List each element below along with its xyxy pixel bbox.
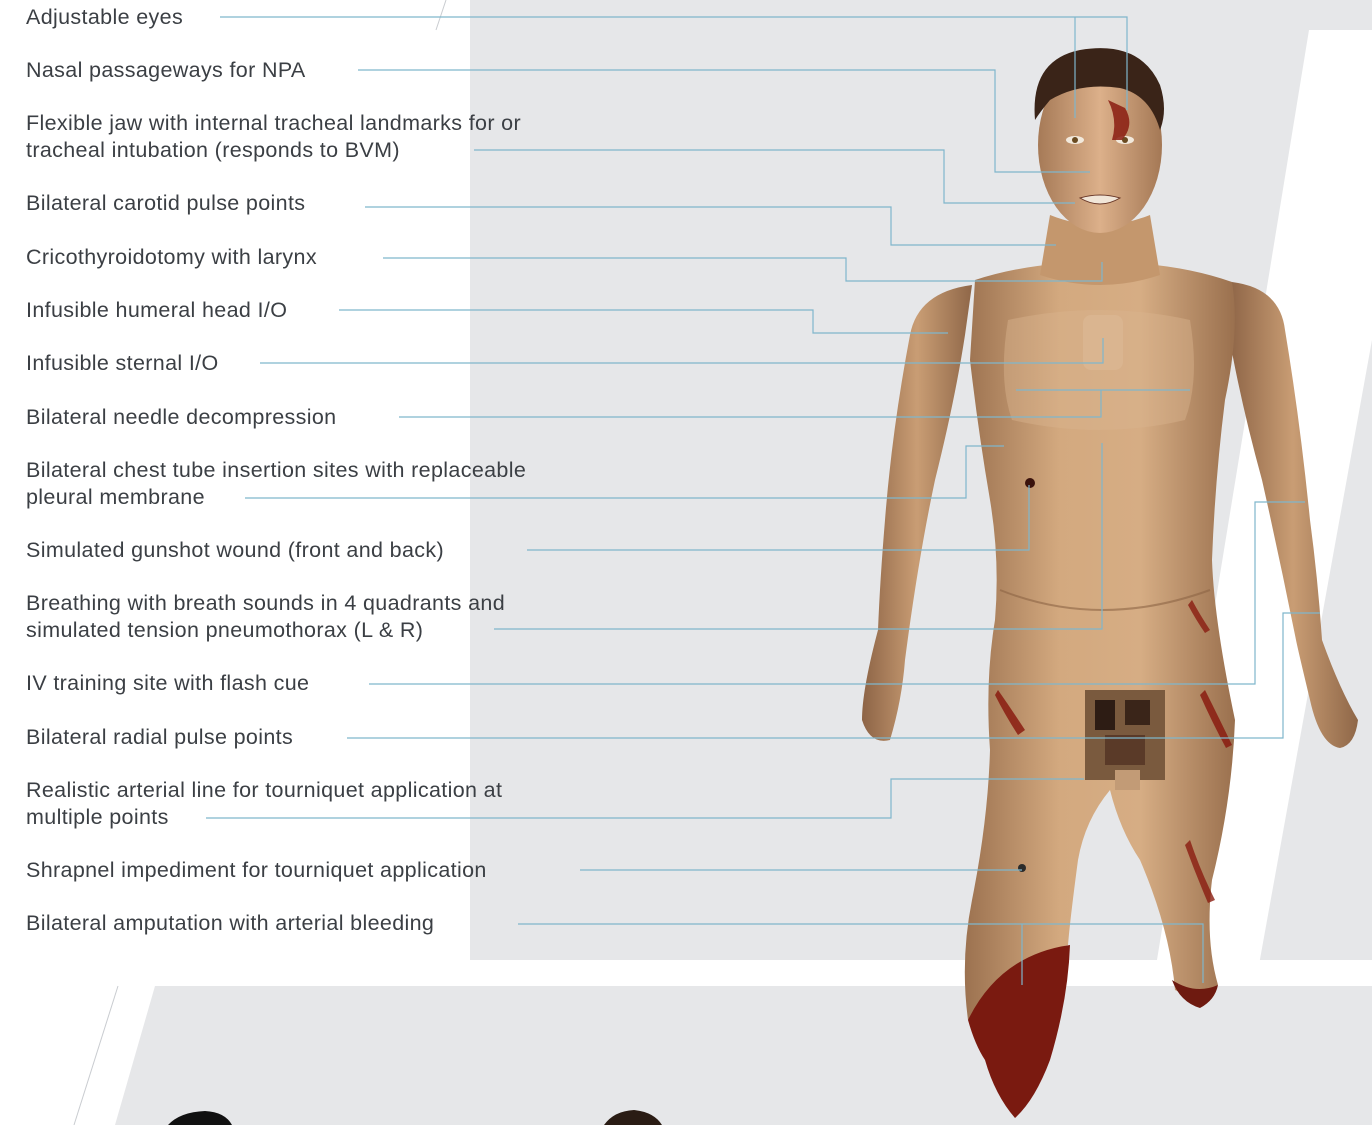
callout-label-line: Realistic arterial line for tourniquet a… <box>26 777 502 804</box>
manikin-iris-left <box>1072 137 1078 143</box>
decorative-slash-top <box>436 0 446 30</box>
decorative-slash-bottom <box>74 986 118 1125</box>
callout-label-line: Adjustable eyes <box>26 4 183 31</box>
callout-label-line: Bilateral needle decompression <box>26 404 336 431</box>
callout-label-line: Breathing with breath sounds in 4 quadra… <box>26 590 505 617</box>
callout-label-13: Bilateral radial pulse points <box>26 724 293 751</box>
callout-label-line: Cricothyroidotomy with larynx <box>26 244 317 271</box>
callout-label-line: Simulated gunshot wound (front and back) <box>26 537 444 564</box>
callout-label-line: tracheal intubation (responds to BVM) <box>26 137 521 164</box>
white-separator <box>0 960 1372 986</box>
callout-label-3: Flexible jaw with internal tracheal land… <box>26 110 521 164</box>
callout-label-line: Bilateral chest tube insertion sites wit… <box>26 457 526 484</box>
callout-label-line: Nasal passageways for NPA <box>26 57 306 84</box>
callout-label-line: pleural membrane <box>26 484 526 511</box>
background-band-top <box>470 0 1372 1125</box>
callout-label-line: Flexible jaw with internal tracheal land… <box>26 110 521 137</box>
shrapnel <box>1018 864 1026 872</box>
callout-label-11: Breathing with breath sounds in 4 quadra… <box>26 590 505 644</box>
callout-label-line: IV training site with flash cue <box>26 670 309 697</box>
callout-label-9: Bilateral chest tube insertion sites wit… <box>26 457 526 511</box>
callout-label-10: Simulated gunshot wound (front and back) <box>26 537 444 564</box>
callout-label-line: Bilateral radial pulse points <box>26 724 293 751</box>
callout-label-12: IV training site with flash cue <box>26 670 309 697</box>
pixelation-censor <box>1085 690 1165 790</box>
callout-label-16: Bilateral amputation with arterial bleed… <box>26 910 434 937</box>
callout-label-1: Adjustable eyes <box>26 4 183 31</box>
callout-label-15: Shrapnel impediment for tourniquet appli… <box>26 857 487 884</box>
callout-label-line: Bilateral carotid pulse points <box>26 190 305 217</box>
callout-label-6: Infusible humeral head I/O <box>26 297 287 324</box>
callout-label-8: Bilateral needle decompression <box>26 404 336 431</box>
callout-label-line: simulated tension pneumothorax (L & R) <box>26 617 505 644</box>
callout-label-line: Infusible sternal I/O <box>26 350 219 377</box>
background-band-bottom <box>115 986 1372 1125</box>
callout-label-14: Realistic arterial line for tourniquet a… <box>26 777 502 831</box>
callout-label-line: multiple points <box>26 804 502 831</box>
gunshot-wound <box>1025 478 1035 488</box>
callout-label-5: Cricothyroidotomy with larynx <box>26 244 317 271</box>
callout-label-2: Nasal passageways for NPA <box>26 57 306 84</box>
callout-label-7: Infusible sternal I/O <box>26 350 219 377</box>
callout-label-line: Infusible humeral head I/O <box>26 297 287 324</box>
callout-label-4: Bilateral carotid pulse points <box>26 190 305 217</box>
callout-label-line: Bilateral amputation with arterial bleed… <box>26 910 434 937</box>
callout-label-line: Shrapnel impediment for tourniquet appli… <box>26 857 487 884</box>
